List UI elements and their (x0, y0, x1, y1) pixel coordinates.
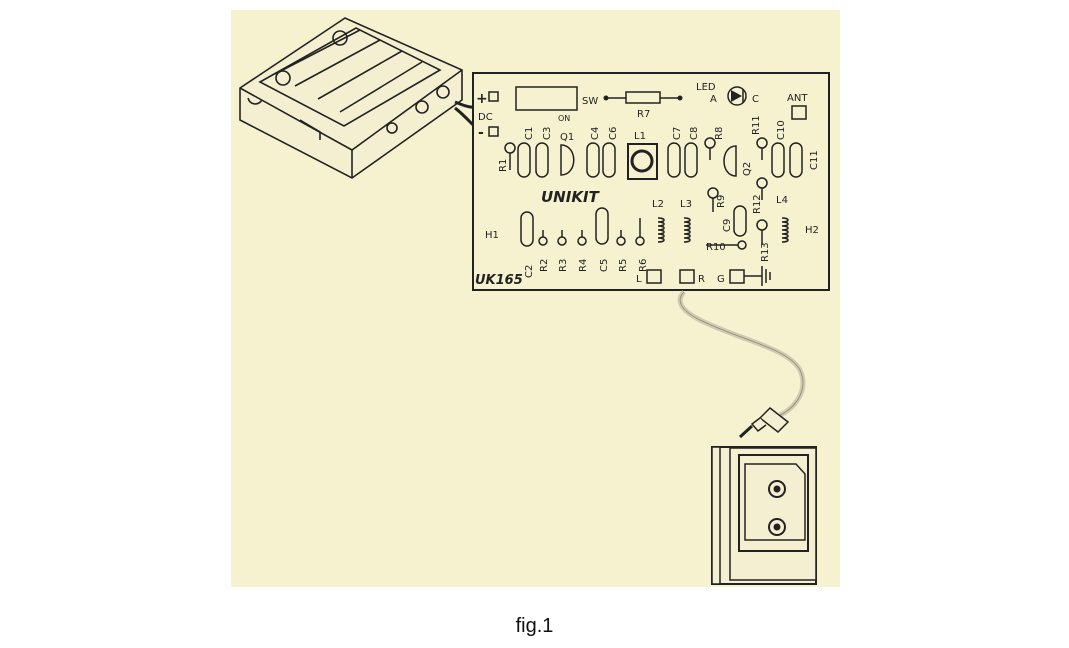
jack-socket (711, 446, 817, 585)
plus-terminal (488, 91, 499, 102)
component-label-r2: R2 (539, 259, 550, 272)
model-number: UK165 (475, 273, 523, 288)
component-label-q1: Q1 (560, 132, 574, 143)
ground-terminal-label: G (717, 274, 725, 285)
bottom-component-labels: C2 R2 R3 R4 C5 R5 R6 R10 R13 (524, 242, 771, 278)
component-label-r10: R10 (706, 242, 726, 253)
component-label-r3: R3 (558, 259, 569, 272)
left-terminal (646, 269, 662, 284)
component-label-r9: R9 (716, 195, 727, 208)
right-terminal (679, 269, 695, 284)
component-label-q2: Q2 (742, 162, 753, 176)
component-label-c10: C10 (776, 120, 787, 140)
dc-label: DC (478, 112, 493, 123)
jack-plug (738, 407, 790, 439)
component-label-c2: C2 (524, 265, 535, 278)
component-label-r11: R11 (751, 115, 762, 135)
component-label-c11: C11 (809, 150, 820, 170)
plus-label: + (476, 91, 488, 107)
ground-icon (744, 266, 771, 286)
pcb-board: + DC - SW ON LED A C ANT (472, 72, 830, 291)
switch-on-label: ON (558, 114, 570, 123)
left-terminal-label: L (636, 274, 642, 285)
component-label-r8: R8 (714, 127, 725, 140)
component-label-l2: L2 (652, 199, 664, 210)
component-label-c9: C9 (722, 219, 733, 232)
component-label-c4: C4 (590, 127, 601, 140)
component-label-r13: R13 (760, 242, 771, 262)
antenna-label: ANT (787, 93, 808, 104)
led-symbol (727, 86, 747, 106)
component-label-r12: R12 (752, 194, 763, 214)
component-label-c1: C1 (524, 127, 535, 140)
component-label-r4: R4 (578, 259, 589, 272)
h1-label: H1 (485, 230, 499, 241)
brand-logo: UNIKIT (541, 188, 601, 206)
component-label-c8: C8 (689, 127, 700, 140)
component-label-r6: R6 (638, 259, 649, 272)
switch-body (515, 86, 578, 111)
led-anode-label: A (710, 94, 717, 105)
component-label-r7: R7 (637, 109, 650, 120)
led-label: LED (696, 82, 716, 93)
right-terminal-label: R (698, 274, 705, 285)
component-label-l1: L1 (634, 131, 646, 142)
component-label-l4: L4 (776, 195, 788, 206)
component-label-c6: C6 (608, 127, 619, 140)
h2-label: H2 (805, 225, 819, 236)
component-label-c7: C7 (672, 127, 683, 140)
audio-cable-outline (679, 291, 804, 416)
minus-label: - (478, 125, 484, 141)
led-cathode-label: C (752, 94, 759, 105)
component-label-r5: R5 (618, 259, 629, 272)
component-label-r1: R1 (498, 159, 509, 172)
component-label-l3: L3 (680, 199, 692, 210)
component-label-c3: C3 (542, 127, 553, 140)
figure-caption: fig.1 (515, 615, 554, 637)
antenna-terminal (791, 105, 807, 120)
component-label-c5: C5 (599, 259, 610, 272)
minus-terminal (488, 126, 499, 137)
switch-label: SW (582, 96, 598, 107)
